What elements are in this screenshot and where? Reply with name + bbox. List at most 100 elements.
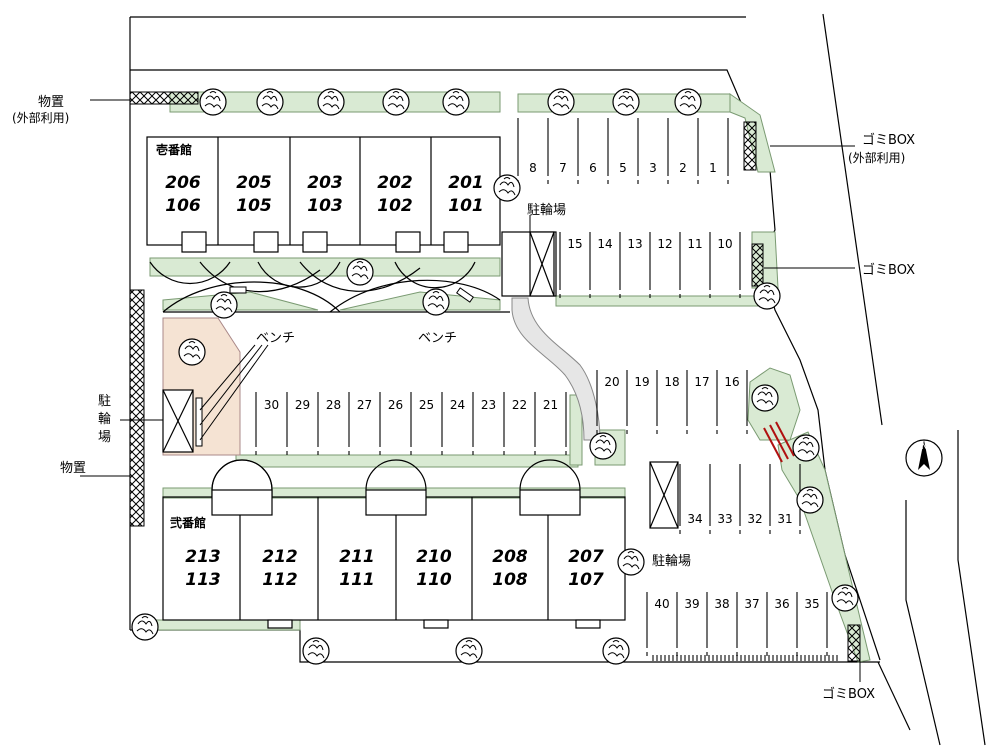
tree-icon: [612, 88, 640, 116]
tree-icon: [617, 548, 645, 576]
bench-label-1: ベンチ: [256, 331, 295, 346]
tree-icon: [796, 486, 824, 514]
parking-space-number: 6: [589, 161, 597, 175]
tree-icon: [831, 584, 859, 612]
parking-space-number: 24: [450, 398, 465, 412]
storage-top-sublabel: (外部利用): [12, 110, 69, 125]
unit-number-upper: 205: [236, 173, 272, 193]
building-2-name: 弐番館: [170, 515, 206, 530]
storage-top-label: 物置: [38, 95, 64, 110]
tree-icon: [792, 434, 820, 462]
gutter-strip: [650, 655, 838, 661]
parking-space-number: 34: [687, 512, 702, 526]
building-1: [146, 136, 510, 313]
parking-space-number: 21: [543, 398, 558, 412]
unit-number-lower: 110: [416, 570, 452, 590]
tree-icon: [302, 637, 330, 665]
unit-number-lower: 105: [236, 196, 272, 216]
garbage-top-label: ゴミBOX: [862, 132, 915, 148]
storage-left-label: 物置: [60, 461, 86, 476]
parking-space-number: 31: [777, 512, 792, 526]
bench-label-2: ベンチ: [418, 331, 457, 346]
tree-icon: [382, 88, 410, 116]
parking-space-number: 33: [717, 512, 732, 526]
tree-icon: [602, 637, 630, 665]
unit-number-upper: 211: [339, 547, 375, 567]
garbage-bottom-label: ゴミBOX: [822, 686, 875, 702]
tree-icon: [455, 637, 483, 665]
unit-number-upper: 203: [307, 173, 343, 193]
tree-icon: [346, 258, 374, 286]
building-2: [162, 459, 626, 629]
north-compass: N: [905, 439, 943, 477]
bicycle-left-char: 駐: [98, 394, 111, 409]
parking-space-number: 12: [657, 237, 672, 251]
parking-space-number: 14: [597, 237, 612, 251]
driveway-curve: [511, 297, 601, 441]
storage-left-hatch: [129, 289, 145, 527]
unit-number-upper: 201: [448, 173, 484, 193]
parking-space-number: 26: [388, 398, 403, 412]
parking-space-number: 27: [357, 398, 372, 412]
parking-space-number: 37: [744, 597, 759, 611]
parking-space-number: 39: [684, 597, 699, 611]
parking-space-number: 17: [694, 375, 709, 389]
storage-top-hatch: [129, 91, 199, 105]
unit-number-lower: 103: [307, 196, 343, 216]
parking-space-number: 13: [627, 237, 642, 251]
parking-space-number: 36: [774, 597, 789, 611]
bicycle-right-label: 駐輪場: [652, 553, 691, 569]
unit-number-lower: 112: [262, 570, 298, 590]
parking-space-number: 5: [619, 161, 627, 175]
unit-number-upper: 213: [185, 547, 221, 567]
tree-icon: [131, 613, 159, 641]
unit-number-upper: 212: [262, 547, 298, 567]
tree-icon: [753, 282, 781, 310]
bicycle-top-label: 駐輪場: [527, 202, 566, 218]
parking-space-number: 15: [567, 237, 582, 251]
parking-space-number: 23: [481, 398, 496, 412]
parking-space-number: 16: [724, 375, 739, 389]
bicycle-parking-boxes: [162, 231, 679, 529]
parking-space-number: 3: [649, 161, 657, 175]
bicycle-left-label: 駐輪場: [98, 394, 111, 445]
unit-number-lower: 102: [377, 196, 413, 216]
parking-space-number: 28: [326, 398, 341, 412]
garbage-top-box: [743, 121, 757, 171]
parking-space-number: 1: [709, 161, 717, 175]
unit-number-lower: 113: [185, 570, 221, 590]
bench-2: [456, 287, 474, 303]
unit-number-lower: 107: [568, 570, 604, 590]
parking-space-number: 22: [512, 398, 527, 412]
parking-space-number: 40: [654, 597, 669, 611]
garbage-bottom-box: [847, 624, 861, 662]
tree-icon: [589, 432, 617, 460]
parking-space-number: 7: [559, 161, 567, 175]
unit-number-upper: 208: [492, 547, 528, 567]
brick-steps: [763, 421, 795, 463]
unit-number-upper: 206: [165, 173, 201, 193]
bicycle-left-char: 輪: [98, 411, 111, 427]
parking-space-number: 29: [295, 398, 310, 412]
parking-space-number: 20: [604, 375, 619, 389]
tree-icon: [442, 88, 470, 116]
tree-icon: [674, 88, 702, 116]
tree-icon: [210, 291, 238, 319]
garbage-mid-box: [751, 243, 764, 287]
unit-number-upper: 210: [416, 547, 452, 567]
garbage-top-sublabel: (外部利用): [848, 150, 905, 165]
garbage-mid-label: ゴミBOX: [862, 262, 915, 278]
parking-space-number: 19: [634, 375, 649, 389]
tree-icon: [317, 88, 345, 116]
tree-icon: [751, 384, 779, 412]
